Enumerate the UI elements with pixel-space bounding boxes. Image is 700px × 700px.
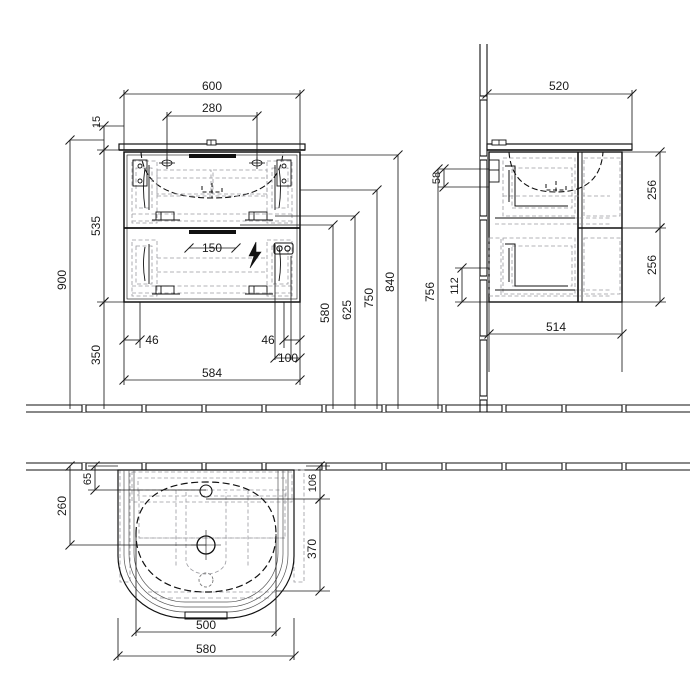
plan-basin-bowl — [135, 481, 277, 593]
dim-280-label: 280 — [202, 101, 222, 115]
dim-370: 370 — [276, 494, 330, 596]
plan-view-dimensions: 65 260 106 370 500 — [55, 461, 330, 661]
dim-625: 625 — [275, 211, 360, 409]
dim-600-label: 600 — [202, 79, 222, 93]
dim-106: 106 — [206, 461, 330, 504]
dim-112-label: 112 — [449, 277, 461, 295]
dim-514: 514 — [484, 320, 627, 339]
wall-band-lower — [26, 462, 690, 471]
dim-256-upper: 256 — [645, 147, 665, 233]
side-cabinet-body — [488, 151, 623, 303]
front-upper-runner-left — [143, 165, 150, 210]
dim-370-label: 370 — [305, 539, 319, 559]
dim-150: 150 — [184, 241, 241, 255]
dim-520-label: 520 — [549, 79, 569, 93]
dim-535-label: 535 — [89, 216, 103, 236]
side-basin-waste — [545, 181, 567, 192]
dim-756-label: 756 — [423, 282, 437, 302]
front-drawer-handles — [189, 154, 236, 234]
plan-overflow-hole — [198, 572, 214, 588]
front-view-dimensions: 600 280 15 535 350 — [55, 79, 403, 409]
side-lower-runner — [505, 243, 568, 287]
dim-500: 500 — [131, 618, 281, 637]
dim-15-label: 15 — [91, 116, 103, 128]
dim-256-upper-label: 256 — [645, 180, 659, 200]
dim-584-label: 584 — [202, 366, 222, 380]
side-upper-runner — [505, 165, 568, 207]
dim-625-label: 625 — [340, 300, 354, 320]
dim-65: 65 — [82, 461, 206, 495]
dim-46-right: 46 — [261, 333, 305, 347]
dim-580-plan-label: 580 — [196, 642, 216, 656]
front-basin-waste — [201, 183, 223, 198]
plan-pedestal-hidden — [185, 492, 227, 575]
dim-112: 112 — [449, 263, 489, 307]
dim-750-label: 750 — [362, 288, 376, 308]
front-upper-mounting-bracket-right — [276, 159, 292, 187]
dim-840: 840 — [300, 150, 403, 409]
front-lower-runner-left — [143, 244, 150, 284]
front-lower-clip-right — [245, 285, 273, 295]
dim-520: 520 — [482, 79, 637, 99]
dim-256-lower-label: 256 — [645, 255, 659, 275]
plan-tap-hole — [199, 484, 213, 498]
dim-65-label: 65 — [82, 473, 94, 485]
dim-840-label: 840 — [383, 272, 397, 292]
dim-900: 900 — [55, 135, 104, 409]
dim-350: 350 — [89, 297, 109, 409]
plan-drain-slot — [184, 611, 228, 620]
dim-15: 15 — [91, 116, 124, 155]
dim-260: 260 — [55, 461, 206, 550]
lightning-bolt-icon — [248, 241, 262, 269]
front-elevation-view — [118, 139, 306, 303]
dim-58: 58 — [431, 164, 489, 192]
dim-100: 100 — [270, 351, 305, 365]
side-elevation-view — [486, 139, 633, 303]
dim-58-label: 58 — [431, 172, 443, 184]
dim-750: 750 — [300, 185, 382, 409]
dim-580-plan: 580 — [113, 642, 299, 661]
dim-256-lower: 256 — [645, 223, 665, 307]
wall-band-vertical — [479, 44, 488, 412]
dim-500-label: 500 — [196, 618, 216, 632]
dim-100-label: 100 — [278, 351, 298, 365]
dim-150-label: 150 — [202, 241, 222, 255]
dim-350-label: 350 — [89, 345, 103, 365]
plan-view — [117, 469, 305, 620]
dim-514-label: 514 — [546, 320, 566, 334]
front-upper-mounting-bracket-left — [132, 159, 148, 187]
dim-46-left-label: 46 — [145, 333, 159, 347]
front-countertop — [118, 139, 306, 151]
side-countertop — [486, 139, 633, 151]
front-upper-runner-right — [274, 165, 281, 210]
socket-outlet-icon — [273, 242, 294, 255]
side-view-dimensions: 520 514 256 256 58 — [423, 79, 666, 409]
front-upper-drawer-internals — [131, 160, 293, 224]
side-wall-bracket-lower — [488, 237, 502, 297]
side-upper-drawer-internals — [495, 157, 621, 225]
dim-600: 600 — [119, 79, 305, 99]
dim-280: 280 — [162, 101, 262, 121]
dim-756: 756 — [423, 164, 443, 409]
dim-900-label: 900 — [55, 270, 69, 290]
front-cabinet-body — [123, 151, 301, 303]
front-lower-clip-left — [152, 285, 180, 295]
front-upper-clip-right — [245, 211, 273, 221]
dim-260-label: 260 — [55, 496, 69, 516]
dim-535: 535 — [89, 145, 124, 307]
dim-46-right-label: 46 — [261, 333, 275, 347]
wall-band-upper — [26, 404, 690, 413]
side-wall-bracket-upper — [488, 159, 500, 183]
dim-580: 580 — [240, 220, 338, 409]
front-upper-clip-left — [152, 211, 180, 221]
dim-46-left: 46 — [119, 333, 159, 347]
dim-106-label: 106 — [307, 474, 319, 492]
dim-580-label: 580 — [318, 303, 332, 323]
dim-584: 584 — [119, 366, 305, 385]
